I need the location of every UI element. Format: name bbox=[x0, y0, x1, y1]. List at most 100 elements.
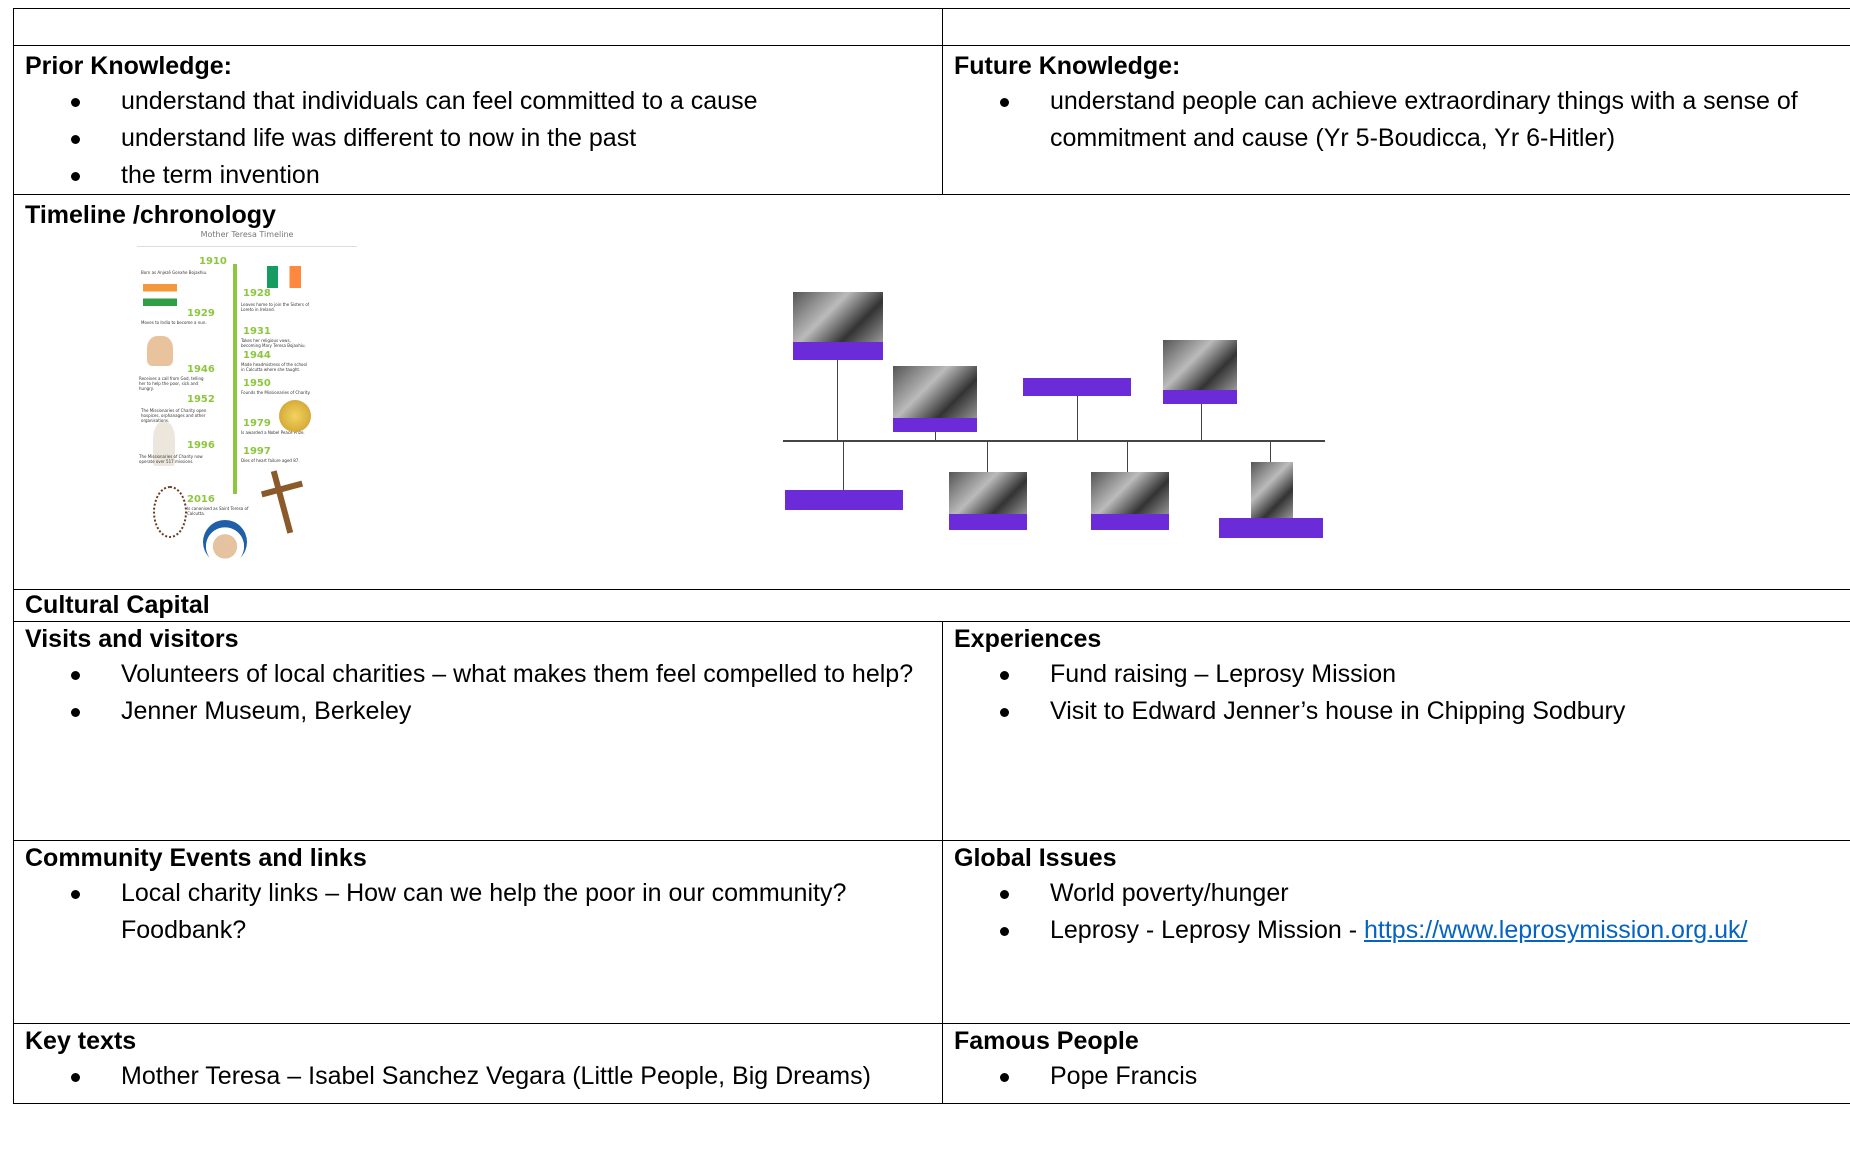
bullet-icon bbox=[71, 671, 80, 680]
bullet-icon bbox=[71, 172, 80, 181]
list-item: Local charity links – How can we help th… bbox=[71, 875, 942, 949]
list-item-text: Fund raising – Leprosy Mission bbox=[1050, 660, 1396, 688]
community-cell: Community Events and links Local charity… bbox=[13, 840, 943, 1024]
community-row: Community Events and links Local charity… bbox=[13, 840, 1850, 1024]
event-text: The Missionaries of Charity open hospice… bbox=[141, 408, 207, 423]
illustration-photo bbox=[1091, 472, 1169, 516]
bullet-icon bbox=[1000, 1073, 1009, 1082]
bullet-icon bbox=[1000, 927, 1009, 936]
event-year: 1979 bbox=[243, 418, 271, 429]
bullet-icon bbox=[71, 135, 80, 144]
famous-people-heading: Famous People bbox=[954, 1027, 1139, 1055]
prior-knowledge-list: understand that individuals can feel com… bbox=[25, 83, 942, 194]
rosary-icon bbox=[153, 486, 187, 538]
cultural-capital-row: Cultural Capital bbox=[13, 589, 1850, 622]
timeline-card bbox=[793, 342, 883, 360]
event-year: 2016 bbox=[187, 494, 215, 505]
leprosy-mission-link[interactable]: https://www.leprosymission.org.uk/ bbox=[1364, 916, 1748, 944]
stem bbox=[843, 442, 844, 490]
experiences-cell: Experiences Fund raising – Leprosy Missi… bbox=[942, 621, 1850, 841]
statue-photo bbox=[1251, 462, 1293, 518]
event-text: Takes her religious vows, becoming Mary … bbox=[241, 338, 306, 348]
list-item: Volunteers of local charities – what mak… bbox=[71, 656, 942, 693]
list-item: Pope Francis bbox=[1000, 1058, 1850, 1095]
timeline-axis bbox=[783, 440, 1325, 442]
stem bbox=[837, 360, 838, 440]
stem bbox=[1077, 396, 1078, 440]
timeline-card bbox=[1163, 390, 1237, 404]
event-text: Dies of heart failure aged 87. bbox=[241, 458, 300, 463]
bullet-icon bbox=[71, 98, 80, 107]
curriculum-table: Prior Knowledge: understand that individ… bbox=[13, 8, 1850, 1104]
stem bbox=[1127, 442, 1128, 472]
list-item-text: Leprosy - Leprosy Mission - bbox=[1050, 916, 1365, 944]
stem bbox=[1270, 442, 1271, 462]
list-item-text: Mother Teresa – Isabel Sanchez Vegara (L… bbox=[121, 1062, 871, 1090]
bullet-icon bbox=[1000, 708, 1009, 717]
timeline-cell: Timeline /chronology Mother Teresa Timel… bbox=[13, 194, 1850, 590]
nun-figure-icon bbox=[153, 422, 175, 466]
event-year: 1928 bbox=[243, 288, 271, 299]
event-year: 1931 bbox=[243, 326, 271, 337]
famous-people-list: Pope Francis bbox=[954, 1058, 1850, 1095]
list-item-text: Local charity links – How can we help th… bbox=[121, 879, 847, 944]
list-item: World poverty/hunger bbox=[1000, 875, 1850, 912]
event-text: Founds the Missionaries of Charity. bbox=[241, 390, 311, 395]
list-item: Fund raising – Leprosy Mission bbox=[1000, 656, 1850, 693]
experiences-heading: Experiences bbox=[954, 625, 1102, 653]
future-knowledge-heading: Future Knowledge: bbox=[954, 52, 1181, 80]
future-knowledge-list: understand people can achieve extraordin… bbox=[954, 83, 1850, 157]
visits-list: Volunteers of local charities – what mak… bbox=[25, 656, 942, 730]
timeline-images: Mother Teresa Timeline 1910 Born as Anje… bbox=[25, 230, 1850, 572]
event-year: 1946 bbox=[187, 364, 215, 375]
stem bbox=[935, 432, 936, 440]
timeline-row: Timeline /chronology Mother Teresa Timel… bbox=[13, 194, 1850, 590]
bullet-icon bbox=[1000, 671, 1009, 680]
building-photo bbox=[893, 366, 977, 420]
key-texts-row: Key texts Mother Teresa – Isabel Sanchez… bbox=[13, 1023, 1850, 1104]
event-year: 1929 bbox=[187, 308, 215, 319]
list-item-text: understand life was different to now in … bbox=[121, 124, 637, 152]
mother-teresa-timeline-title: Mother Teresa Timeline bbox=[200, 230, 294, 239]
divider bbox=[137, 246, 357, 247]
list-item: Mother Teresa – Isabel Sanchez Vegara (L… bbox=[71, 1058, 942, 1095]
mother-teresa-timeline-image: Mother Teresa Timeline 1910 Born as Anje… bbox=[137, 224, 357, 606]
event-text: Is awarded a Nobel Peace Prize. bbox=[241, 430, 305, 435]
list-item: the term invention bbox=[71, 157, 942, 194]
key-texts-cell: Key texts Mother Teresa – Isabel Sanchez… bbox=[13, 1023, 943, 1104]
event-year: 1950 bbox=[243, 378, 271, 389]
document-page: Prior Knowledge: understand that individ… bbox=[13, 8, 1850, 1169]
list-item: understand that individuals can feel com… bbox=[71, 83, 942, 120]
nobel-medal-icon bbox=[279, 400, 311, 432]
praying-hands-icon bbox=[147, 336, 173, 366]
event-year: 1944 bbox=[243, 350, 271, 361]
global-issues-cell: Global Issues World poverty/hunger Lepro… bbox=[942, 840, 1850, 1024]
event-text: Moves to India to become a nun. bbox=[141, 320, 207, 325]
list-item: understand people can achieve extraordin… bbox=[1000, 83, 1850, 157]
event-year: 1997 bbox=[243, 446, 271, 457]
empty-cell-right bbox=[942, 8, 1850, 46]
famous-people-cell: Famous People Pope Francis bbox=[942, 1023, 1850, 1104]
portrait-pair-photo bbox=[1163, 340, 1237, 390]
timeline-card bbox=[1091, 514, 1169, 530]
bullet-icon bbox=[71, 890, 80, 899]
list-item-text: Pope Francis bbox=[1050, 1062, 1198, 1090]
future-knowledge-cell: Future Knowledge: understand people can … bbox=[942, 45, 1850, 195]
empty-cell-left bbox=[13, 8, 943, 46]
list-item: Leprosy - Leprosy Mission - https://www.… bbox=[1000, 912, 1850, 949]
community-list: Local charity links – How can we help th… bbox=[25, 875, 942, 949]
timeline-card bbox=[1219, 518, 1323, 538]
bullet-icon bbox=[1000, 890, 1009, 899]
key-texts-list: Mother Teresa – Isabel Sanchez Vegara (L… bbox=[25, 1058, 942, 1095]
ireland-flag-icon bbox=[267, 266, 301, 288]
list-item: Visit to Edward Jenner’s house in Chippi… bbox=[1000, 693, 1850, 730]
knowledge-row: Prior Knowledge: understand that individ… bbox=[13, 45, 1850, 195]
event-text: Is canonised as Saint Teresa of Calcutta… bbox=[187, 506, 249, 516]
visits-cell: Visits and visitors Volunteers of local … bbox=[13, 621, 943, 841]
event-year: 1952 bbox=[187, 394, 215, 405]
bullet-icon bbox=[71, 1073, 80, 1082]
prior-knowledge-cell: Prior Knowledge: understand that individ… bbox=[13, 45, 943, 195]
vaccination-photo bbox=[949, 472, 1027, 516]
timeline-axis bbox=[233, 264, 237, 494]
prior-knowledge-heading: Prior Knowledge: bbox=[25, 52, 232, 80]
